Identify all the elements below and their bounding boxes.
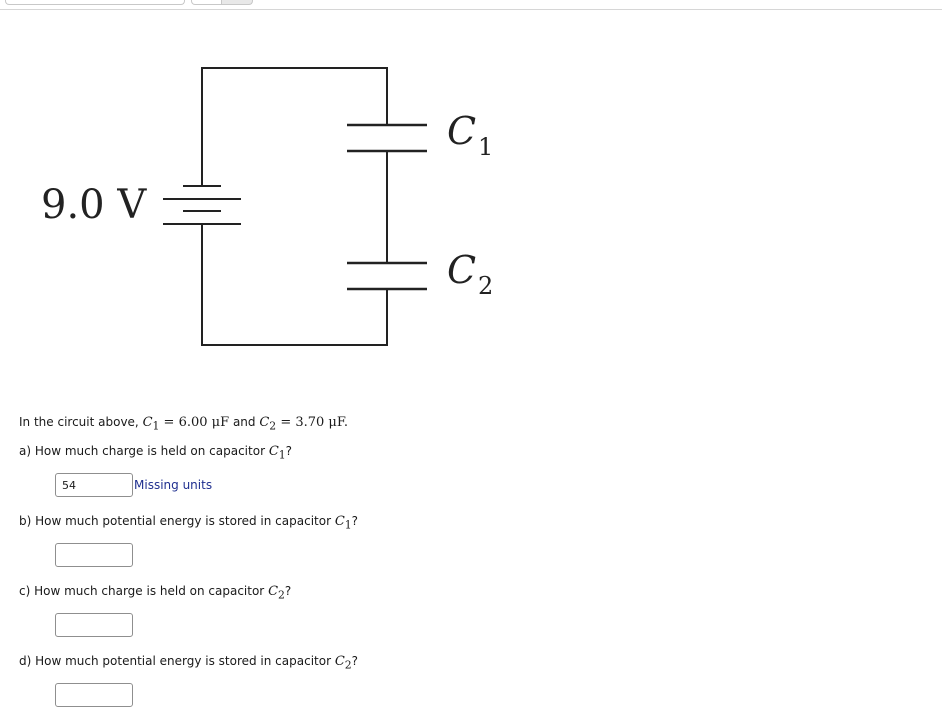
question-b-symbol: C: [334, 514, 345, 529]
question-a-text: a) How much charge is held on capacitor: [19, 444, 269, 458]
c1-symbol: C: [142, 415, 153, 430]
top-tab[interactable]: [5, 0, 185, 5]
c2-symbol: C: [259, 415, 270, 430]
intro-text: In the circuit above,: [19, 415, 143, 429]
question-a-sub: 1: [278, 448, 286, 462]
question-b-suffix: ?: [351, 514, 359, 528]
c1-subscript: 1: [478, 133, 493, 161]
question-a-suffix: ?: [285, 444, 293, 458]
c1-label: C: [447, 109, 476, 153]
intro-and: and: [229, 415, 260, 429]
question-c-text: c) How much charge is held on capacitor: [19, 584, 269, 598]
question-c-suffix: ?: [284, 584, 292, 598]
battery-symbol: [163, 185, 241, 225]
question-b: b) How much potential energy is stored i…: [19, 514, 358, 532]
capacitor-c2-symbol: [347, 261, 427, 291]
battery-voltage-label: 9.0 V: [41, 182, 147, 228]
question-c: c) How much charge is held on capacitor …: [19, 584, 291, 602]
capacitor-c1-symbol: [347, 123, 427, 153]
top-tab[interactable]: [221, 0, 253, 5]
answer-a-feedback: Missing units: [134, 478, 213, 492]
question-c-sub: 2: [278, 588, 285, 602]
circuit-wires: [201, 67, 388, 346]
question-d-sub: 2: [344, 658, 352, 672]
question-d: d) How much potential energy is stored i…: [19, 654, 358, 672]
question-b-sub: 1: [344, 518, 352, 532]
question-d-symbol: C: [334, 654, 345, 669]
question-d-suffix: ?: [351, 654, 359, 668]
c2-sub: 2: [269, 419, 277, 433]
question-a-symbol: C: [268, 444, 279, 459]
question-b-text: b) How much potential energy is stored i…: [19, 514, 335, 528]
c1-sub: 1: [152, 419, 160, 433]
answer-a-input[interactable]: 54: [55, 473, 133, 497]
question-d-text: d) How much potential energy is stored i…: [19, 654, 335, 668]
c1-value: = 6.00 μF: [159, 415, 230, 430]
answer-b-input[interactable]: [55, 543, 133, 567]
answer-d-input[interactable]: [55, 683, 133, 707]
question-c-symbol: C: [268, 584, 279, 599]
question-a: a) How much charge is held on capacitor …: [19, 444, 292, 462]
problem-statement: In the circuit above, C1 = 6.00 μF and C…: [19, 415, 348, 433]
c2-value: = 3.70 μF.: [276, 415, 348, 430]
c2-label: C: [447, 248, 476, 292]
header-divider: [0, 9, 942, 10]
c2-subscript: 2: [478, 272, 493, 300]
answer-c-input[interactable]: [55, 613, 133, 637]
